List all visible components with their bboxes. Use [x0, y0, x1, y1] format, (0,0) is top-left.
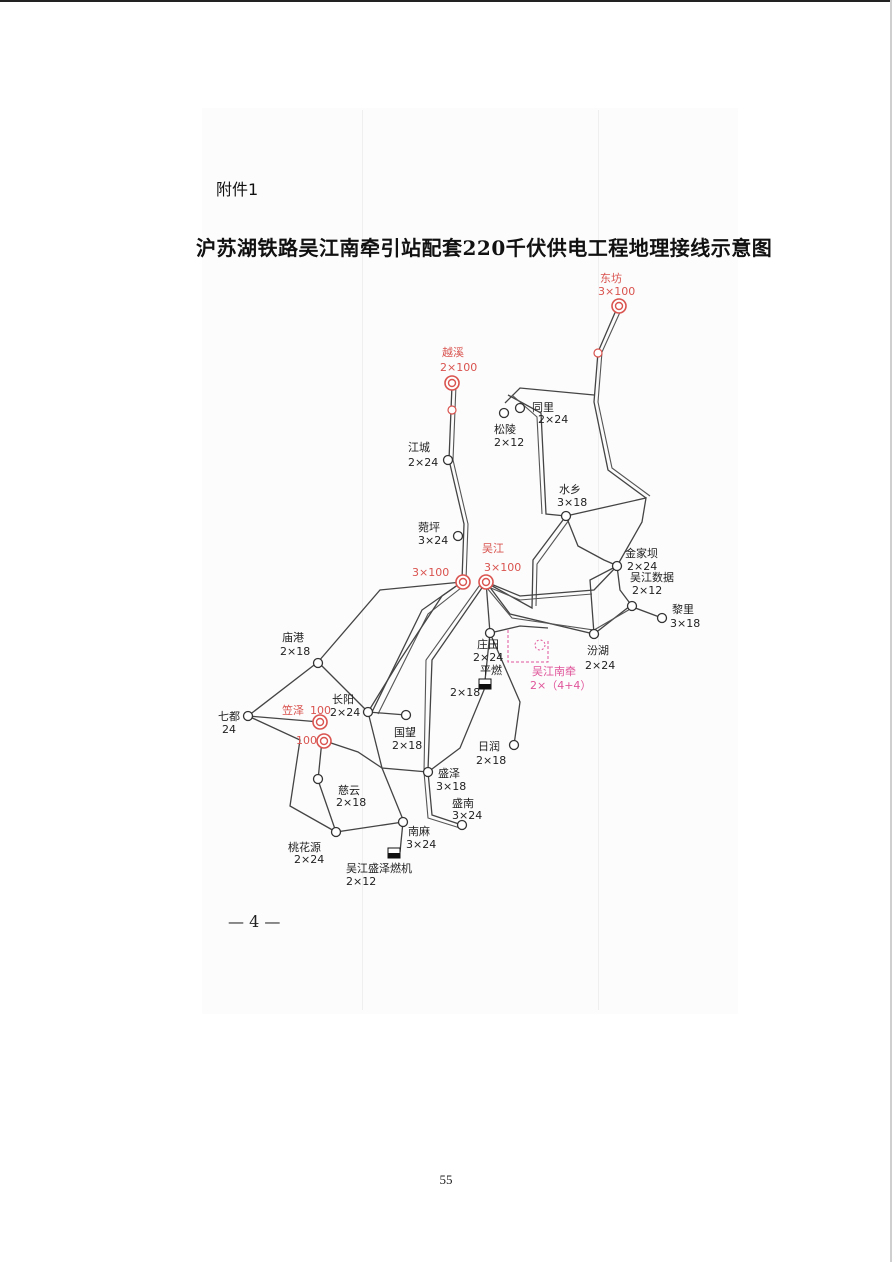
attachment-label: 附件1: [216, 180, 259, 199]
switch-dongfang-icon: [593, 348, 603, 358]
label-wujiangnan: 吴江南牵: [532, 665, 576, 678]
label-lili-cap: 3×18: [670, 617, 700, 630]
label-shuixiang-cap: 3×18: [557, 496, 587, 509]
label-wujiangnan-cap: 2×（4+4）: [530, 679, 591, 692]
label-miaogang-cap: 2×18: [280, 645, 310, 658]
label-lize: 笠泽: [282, 703, 304, 717]
hub-yuexi-icon: [444, 375, 460, 391]
label-lanping-cap: 3×24: [418, 534, 448, 547]
label-jinjiaba-cap: 2×24: [627, 560, 657, 573]
outer-page-number: 55: [439, 1172, 453, 1187]
label-west-hub-cap: 3×100: [412, 566, 449, 579]
label-songling: 松陵: [494, 422, 516, 436]
label-fenhu: 汾湖: [587, 644, 609, 657]
label-shengze-cap: 3×18: [436, 780, 466, 793]
label-dongfang: 东坊: [600, 271, 622, 285]
fold-line: [598, 110, 599, 1010]
label-shuixiang: 水乡: [559, 483, 581, 496]
label-lize-b-cap: 100: [296, 734, 317, 747]
label-taohuayuan-cap: 2×24: [294, 853, 324, 866]
label-lize-cap: 100: [310, 704, 331, 717]
label-wujiang-cap: 3×100: [484, 561, 521, 574]
label-shengnan: 盛南: [452, 796, 474, 810]
label-lili: 黎里: [672, 602, 694, 616]
hub-wujiang-icon: [478, 574, 494, 590]
label-zhuangtian-cap: 2×24: [473, 651, 503, 664]
label-nanma: 南麻: [408, 824, 430, 838]
label-tongli: 同里: [532, 401, 554, 414]
label-qidu-cap: 24: [222, 723, 236, 736]
label-fenhu-cap: 2×24: [585, 659, 615, 672]
label-taohuayuan: 桃花源: [288, 840, 321, 854]
scanned-sheet: [202, 108, 738, 1014]
plant-pingran-icon: [478, 678, 492, 690]
label-ciyun: 慈云: [338, 783, 360, 797]
label-changyang-cap: 2×24: [330, 706, 360, 719]
label-shengze-gas-cap: 2×12: [346, 875, 376, 888]
label-wujiang-data-cap: 2×12: [632, 584, 662, 597]
label-nanma-cap: 3×24: [406, 838, 436, 851]
plant-shengze-gas-icon: [387, 847, 401, 859]
document-title: 沪苏湖铁路吴江南牵引站配套220千伏供电工程地理接线示意图: [196, 236, 773, 260]
label-miaogang: 庙港: [282, 630, 304, 644]
label-rirun: 日润: [478, 739, 500, 753]
label-jinjiaba: 金家坝: [625, 546, 658, 560]
label-yuexi-cap: 2×100: [440, 361, 477, 374]
page-right-border: [890, 0, 892, 1262]
hub-lize-b-icon: [316, 733, 332, 749]
switch-yuexi-icon: [447, 405, 457, 415]
label-shengze-gas: 吴江盛泽燃机: [346, 861, 412, 875]
label-wujiang: 吴江: [482, 542, 504, 555]
traction-station-icon: [534, 639, 546, 651]
label-guowang: 国望: [394, 726, 416, 739]
label-shengze: 盛泽: [438, 766, 460, 780]
label-tongli-cap: 2×24: [538, 413, 568, 426]
label-songling-cap: 2×12: [494, 436, 524, 449]
label-dongfang-cap: 3×100: [598, 285, 635, 298]
label-pingran: 平燃: [480, 663, 502, 677]
label-rirun-cap: 2×18: [476, 754, 506, 767]
hub-lize-icon: [312, 714, 328, 730]
label-lanping: 菀坪: [418, 521, 440, 534]
traction-link: [507, 630, 549, 663]
page-top-border: [0, 0, 892, 2]
inner-page-number: — 4 —: [228, 912, 281, 931]
label-guowang-cap: 2×18: [392, 739, 422, 752]
hub-west-icon: [455, 574, 471, 590]
label-jiangcheng-cap: 2×24: [408, 456, 438, 469]
substation-icons: [242, 402, 668, 838]
label-jiangcheng: 江城: [408, 441, 430, 454]
label-ciyun-cap: 2×18: [336, 796, 366, 809]
label-yuexi: 越溪: [442, 345, 464, 359]
label-qidu: 七都: [218, 710, 240, 723]
label-pingran-cap: 2×18: [450, 686, 480, 699]
hub-dongfang-icon: [611, 298, 627, 314]
label-shengnan-cap: 3×24: [452, 809, 482, 822]
fold-line: [362, 110, 363, 1010]
label-zhuangtian: 庄田: [477, 637, 499, 651]
label-wujiang-data: 吴江数据: [630, 570, 674, 584]
label-changyang: 长阳: [332, 693, 354, 706]
